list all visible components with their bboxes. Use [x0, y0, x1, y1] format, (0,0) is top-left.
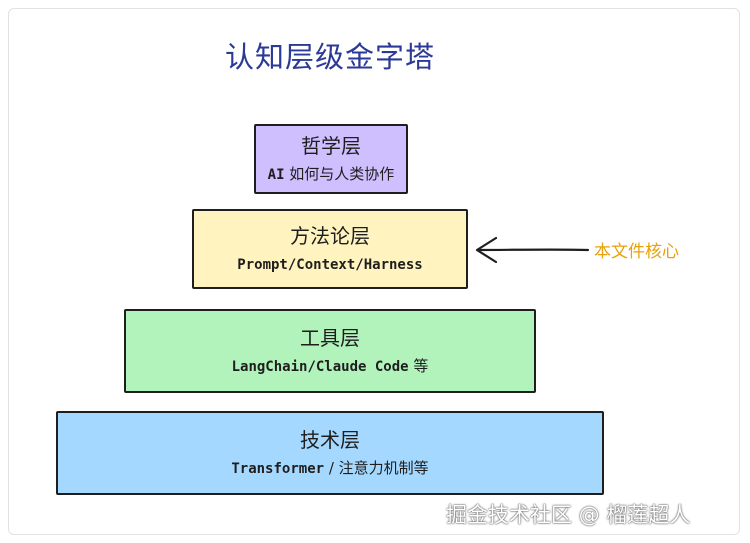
layer-methodology: 方法论层 Prompt/Context/Harness: [192, 209, 468, 289]
layer-tools: 工具层 LangChain/Claude Code 等: [124, 309, 536, 393]
layer-description: LangChain/Claude Code 等: [231, 356, 429, 375]
layer-description: Transformer / 注意力机制等: [231, 458, 429, 477]
arrow-left-icon: [475, 236, 590, 264]
watermark: 掘金技术社区 @ 榴莲超人: [446, 503, 691, 527]
layer-name: 方法论层: [290, 223, 370, 248]
layer-description: Prompt/Context/Harness: [237, 256, 423, 273]
layer-name: 哲学层: [301, 133, 361, 158]
core-annotation: 本文件核心: [594, 242, 679, 262]
layer-philosophy: 哲学层 AI 如何与人类协作: [254, 124, 408, 194]
layer-name: 工具层: [300, 325, 360, 350]
layer-description: AI 如何与人类协作: [267, 164, 395, 183]
diagram-title: 认知层级金字塔: [224, 40, 435, 74]
layer-technology: 技术层 Transformer / 注意力机制等: [56, 411, 604, 495]
layer-name: 技术层: [300, 427, 360, 452]
